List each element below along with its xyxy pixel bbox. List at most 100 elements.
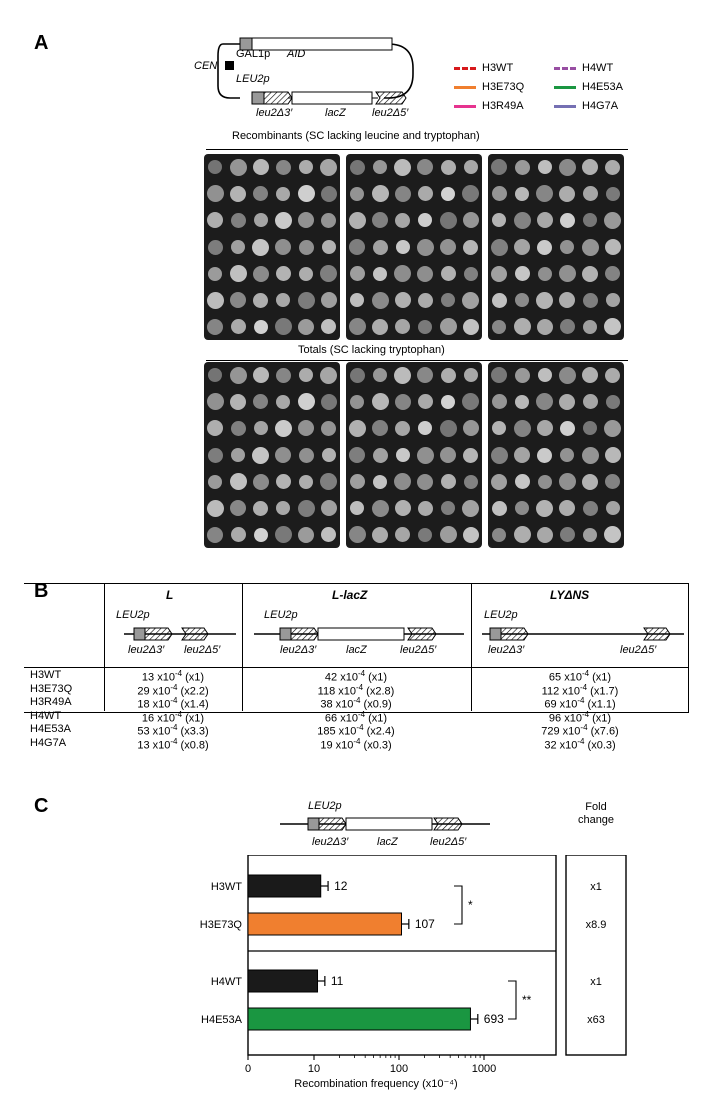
- yeast-spot: [583, 213, 597, 228]
- legend-item: H4E53A: [554, 81, 623, 93]
- yeast-spot: [514, 474, 530, 490]
- yeast-spot: [321, 420, 337, 436]
- l-leu2-5: leu2Δ5′: [184, 644, 221, 656]
- yeast-spot: [558, 366, 576, 384]
- yeast-spot: [440, 159, 456, 175]
- legend-swatch: [554, 85, 576, 89]
- bar-h4e53a: [247, 1007, 471, 1031]
- table-cell: 29 x10-4 (x2.2): [137, 682, 209, 698]
- yeast-spot: [462, 185, 480, 203]
- yeast-spot: [463, 160, 478, 175]
- yeast-spot: [491, 394, 507, 410]
- yeast-spot: [582, 367, 598, 384]
- yeast-spot: [320, 185, 337, 202]
- yeast-spot: [373, 160, 387, 175]
- category-label: H4E53A: [201, 1014, 243, 1026]
- yeast-spot: [513, 419, 531, 437]
- yeast-spot: [275, 266, 291, 282]
- yeast-spot: [207, 447, 223, 463]
- yeast-spot: [582, 186, 598, 202]
- yeast-spot: [583, 527, 597, 542]
- yeast-spot: [372, 526, 388, 543]
- legend-label: H4WT: [582, 62, 614, 74]
- yeast-spot: [276, 293, 291, 308]
- yeast-spot: [394, 393, 411, 410]
- yeast-spot: [252, 159, 269, 176]
- yeast-spot: [348, 526, 366, 544]
- yeast-spot: [349, 239, 366, 255]
- yeast-spot: [320, 265, 338, 283]
- yeast-spot: [320, 158, 338, 176]
- yeast-spot: [229, 158, 247, 176]
- legend-swatch: [454, 85, 476, 89]
- yeast-spot: [253, 319, 268, 334]
- legend-label: H4G7A: [582, 100, 619, 112]
- yeast-spot: [417, 265, 434, 282]
- bar-value-label: 693: [484, 1012, 504, 1026]
- yeast-spot: [440, 367, 456, 383]
- yeast-spot: [558, 158, 576, 176]
- yeast-spot: [536, 318, 553, 335]
- yeast-spot: [253, 500, 269, 516]
- yeast-spot: [439, 419, 457, 437]
- yeast-spot: [253, 292, 269, 308]
- yeast-spot: [229, 265, 247, 283]
- yeast-spot: [440, 447, 456, 463]
- table-cell: 19 x10-4 (x0.3): [320, 736, 392, 752]
- legend-label: H4E53A: [582, 81, 623, 93]
- yeast-spot: [350, 501, 365, 516]
- yeast-plate-photo: [488, 362, 624, 548]
- yeast-spot: [581, 238, 599, 256]
- yeast-spot: [349, 474, 365, 490]
- yeast-spot: [491, 473, 508, 490]
- yeast-spot: [559, 185, 576, 202]
- yeast-spot: [441, 394, 455, 409]
- fold-change-value: x8.9: [586, 919, 607, 931]
- table-cell: 42 x10-4 (x1): [324, 669, 388, 684]
- yeast-spot: [253, 421, 268, 436]
- yeast-spot: [513, 526, 531, 544]
- table-cell: 66 x10-4 (x1): [324, 709, 388, 725]
- bar-value-label: 11: [331, 974, 344, 988]
- table-cell: 32 x10-4 (x0.3): [544, 736, 616, 752]
- yeast-spot: [349, 447, 366, 463]
- cen-marker: [225, 61, 234, 70]
- yeast-spot: [536, 291, 554, 309]
- yeast-spot: [320, 366, 338, 384]
- yeast-spot: [395, 240, 410, 254]
- x-tick-label: 100: [390, 1063, 408, 1075]
- yeast-spot: [605, 186, 620, 201]
- yeast-spot: [417, 394, 433, 410]
- c-leu2-5: leu2Δ5′: [430, 836, 467, 848]
- yeast-spot: [416, 238, 434, 256]
- yeast-spot: [490, 238, 508, 256]
- table-cell: 13 x10-4 (x1): [141, 669, 205, 684]
- yeast-spot: [275, 159, 291, 175]
- yeast-spot: [491, 367, 508, 384]
- leu2-3-label: leu2Δ3′: [256, 107, 293, 119]
- table-cell: 112 x10-4 (x1.7): [541, 682, 619, 698]
- yeast-spot: [559, 319, 575, 335]
- yeast-spot: [604, 211, 622, 229]
- yeast-spot: [559, 393, 576, 410]
- aid-label: AID: [287, 48, 306, 60]
- yeast-spot: [537, 266, 552, 281]
- yeast-spot: [537, 368, 552, 383]
- yeast-spot: [349, 367, 365, 383]
- yeast-spot: [208, 266, 223, 281]
- fold-change-frame: [565, 855, 627, 1056]
- yeast-spot: [514, 266, 530, 282]
- significance-bracket: [454, 885, 463, 925]
- yeast-spot: [463, 266, 478, 281]
- yeast-spot: [604, 447, 621, 463]
- c-lacz: lacZ: [377, 836, 398, 848]
- yeast-spot: [537, 239, 553, 255]
- yeast-spot: [440, 266, 456, 282]
- yeast-spot: [418, 527, 433, 542]
- legend-item: H4WT: [554, 62, 613, 74]
- yeast-spot: [208, 474, 223, 489]
- yeast-spot: [491, 159, 508, 176]
- yeast-spot: [605, 501, 620, 516]
- yeast-spot: [515, 394, 529, 409]
